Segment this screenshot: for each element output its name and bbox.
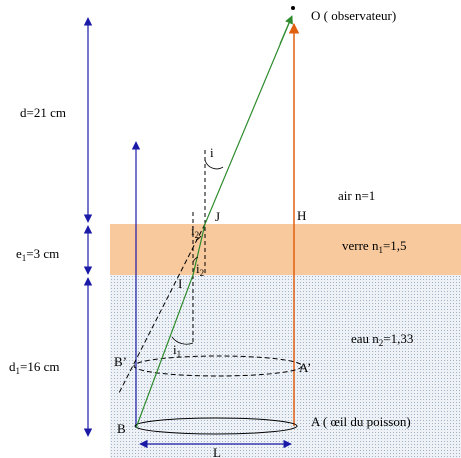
- label-point-j: J: [215, 209, 220, 224]
- label-point-b-prime: B’: [114, 354, 127, 369]
- angle-arc-i2: [192, 256, 199, 263]
- label-d1: d1=16 cm: [9, 359, 59, 376]
- label-observer: O ( observateur): [311, 8, 396, 23]
- label-angle-i2: i2: [196, 261, 204, 278]
- label-angle-i2-top: i2: [191, 223, 199, 240]
- label-water: eau n2=1,33: [351, 331, 413, 348]
- label-e1: e1=3 cm: [16, 246, 59, 263]
- label-angle-i1: i1: [173, 342, 181, 359]
- image-disk-ellipse: [133, 355, 303, 377]
- glass-layer: [110, 224, 461, 275]
- angle-arc-i2-top: [195, 235, 202, 241]
- object-disk-ellipse: [134, 417, 298, 435]
- label-point-h: H: [297, 208, 306, 223]
- angle-arc-i1: [171, 336, 194, 345]
- label-d-distance: d=21 cm: [20, 105, 66, 120]
- angle-arc-i: [204, 159, 224, 170]
- label-air: air n=1: [338, 188, 375, 203]
- water-layer: [110, 275, 461, 458]
- label-length-l: L: [213, 445, 221, 458]
- label-point-b: B: [117, 421, 126, 436]
- label-point-a-prime: A’: [299, 360, 311, 375]
- light-ray-arrow: [279, 15, 293, 45]
- label-point-i: I: [178, 276, 182, 291]
- label-glass: verre n1=1,5: [342, 238, 407, 255]
- light-ray: [135, 15, 293, 429]
- label-angle-i: i: [210, 145, 214, 160]
- label-point-a: A ( œil du poisson): [311, 414, 411, 429]
- observer-point: [291, 6, 295, 10]
